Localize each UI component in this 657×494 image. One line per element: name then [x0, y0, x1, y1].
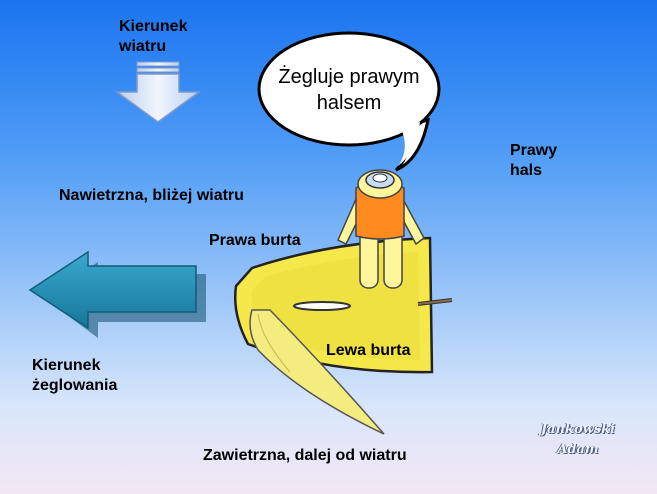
sailing-direction-label: Kierunek żeglowania — [32, 356, 117, 396]
sailing-direction-label-line1: Kierunek — [32, 357, 101, 374]
wind-direction-arrow-icon — [114, 61, 202, 123]
speech-bubble-text: Żegluje prawym halsem — [264, 64, 434, 116]
starboard-side-label: Prawa burta — [209, 232, 301, 249]
sail — [249, 309, 385, 435]
sailing-direction-label-line2: żeglowania — [32, 377, 118, 394]
sailor-figure — [337, 169, 425, 289]
author-signature-line1: Jankowski — [540, 422, 616, 437]
windward-label: Nawietrzna, bliżej wiatru — [59, 187, 244, 204]
wind-direction-label-line2: wiatru — [119, 38, 167, 55]
speech-bubble-line1: Żegluje prawym — [278, 66, 420, 88]
wind-direction-label: Kierunek wiatru — [119, 17, 187, 57]
wind-direction-label-line1: Kierunek — [119, 18, 188, 35]
author-signature-line2: Adam — [557, 442, 599, 457]
speech-bubble-line2: halsem — [316, 92, 382, 114]
tack-label-line2: hals — [510, 162, 543, 179]
tack-label: Prawy hals — [510, 141, 557, 181]
port-side-label: Lewa burta — [326, 342, 411, 359]
speech-bubble — [257, 31, 441, 172]
author-signature: Jankowski Adam — [530, 420, 626, 460]
tack-label-line1: Prawy — [510, 142, 558, 159]
leeward-label: Zawietrzna, dalej od wiatru — [203, 447, 407, 464]
sailing-direction-arrow-icon — [28, 250, 206, 338]
